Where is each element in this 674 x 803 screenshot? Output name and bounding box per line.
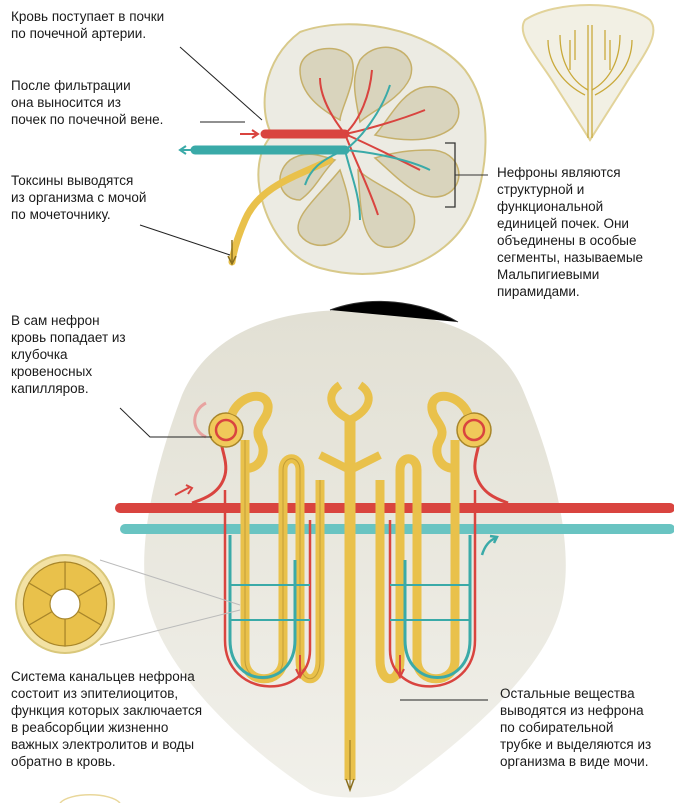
label-renal-artery: Кровь поступает в почки по почечной арте…	[11, 8, 164, 42]
label-ureter: Токсины выводятся из организма с мочой п…	[11, 172, 146, 223]
pyramid-thumbnail	[523, 5, 654, 140]
artery-bar	[115, 503, 674, 513]
label-collecting-duct: Остальные вещества выводятся из нефрона …	[500, 685, 651, 770]
label-renal-vein: После фильтрации она выносится из почек …	[11, 77, 163, 128]
kidney-cross-section	[180, 24, 488, 274]
label-glomerulus: В сам нефрон кровь попадает из клубочка …	[11, 312, 126, 397]
label-nephrons: Нефроны являются структурной и функциона…	[497, 164, 643, 300]
label-tubules: Система канальцев нефрона состоит из эпи…	[11, 668, 202, 770]
